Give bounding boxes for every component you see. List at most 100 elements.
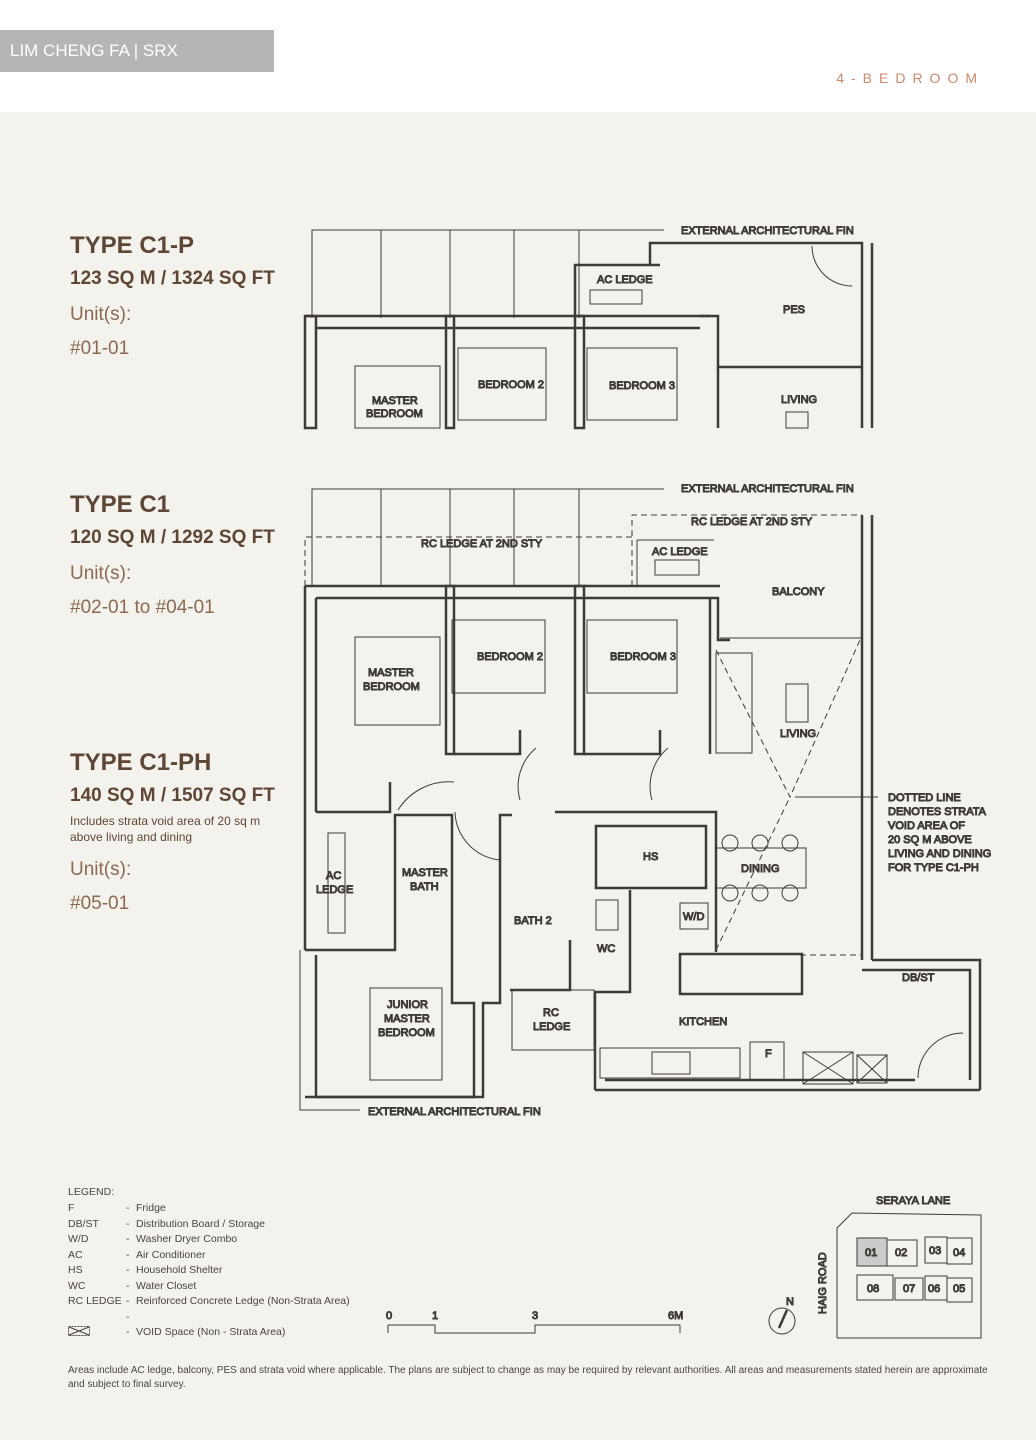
- walls: [303, 241, 874, 430]
- type-area: 120 SQ M / 1292 SQ FT: [70, 527, 275, 548]
- rc-ledge-dashed: [304, 514, 862, 956]
- label-kitchen: KITCHEN: [679, 1016, 727, 1028]
- label-wc: WC: [597, 943, 615, 955]
- type-title: TYPE C1-PH: [70, 749, 212, 776]
- watermark: LIM CHENG FA | SRX PROPERTY: [0, 30, 274, 102]
- legend-row: RC LEDGE-Reinforced Concrete Ledge (Non-…: [68, 1295, 350, 1307]
- label-living: LIVING: [781, 394, 817, 406]
- scale-tick: 3: [532, 1310, 538, 1322]
- legend-row: F-Fridge: [68, 1202, 166, 1214]
- block-05: [946, 1277, 973, 1303]
- legend-row: HS-Household Shelter: [68, 1264, 223, 1276]
- fin-leaders: [311, 229, 664, 318]
- block-02: [886, 1239, 918, 1267]
- scale-tick: 1: [432, 1310, 438, 1322]
- svg-text:N: N: [786, 1296, 794, 1308]
- block-04: [946, 1237, 973, 1265]
- walls: [303, 515, 982, 1099]
- legend: LEGEND: F-Fridge DB/ST-Distribution Boar…: [68, 1186, 350, 1342]
- svg-text:VOID AREA OF: VOID AREA OF: [888, 820, 965, 832]
- north-compass-icon: N: [768, 1296, 796, 1335]
- label-fridge: F: [765, 1048, 772, 1060]
- road-haig-road: HAIG ROAD: [817, 1252, 829, 1314]
- svg-text:DENOTES STRATA: DENOTES STRATA: [888, 806, 987, 818]
- label-rc-ledge-right: RC LEDGE AT 2ND STY: [691, 516, 813, 528]
- section-label: 4-BEDROOM: [836, 70, 984, 86]
- label-junior-2: MASTER: [384, 1013, 430, 1025]
- label-ac-ledge-2: LEDGE: [316, 884, 353, 896]
- label-master-1: MASTER: [368, 667, 414, 679]
- label-rc-ledge-2: LEDGE: [533, 1021, 570, 1033]
- units-value: #02-01 to #04-01: [70, 597, 215, 618]
- svg-text:20 SQ M ABOVE: 20 SQ M ABOVE: [888, 834, 972, 846]
- label-master-1: MASTER: [372, 395, 418, 407]
- units-label: Unit(s):: [70, 304, 132, 325]
- label-ac-ledge-top: AC LEDGE: [652, 546, 708, 558]
- label-dbst: DB/ST: [902, 972, 935, 984]
- block-01: [856, 1237, 888, 1267]
- legend-row: W/D-Washer Dryer Combo: [68, 1233, 238, 1245]
- plan-c1p: EXTERNAL ARCHITECTURAL FIN AC LEDGE PES …: [303, 225, 874, 430]
- legend-title: LEGEND:: [68, 1186, 115, 1198]
- block-08: [856, 1274, 894, 1301]
- label-rc-ledge-left: RC LEDGE AT 2ND STY: [421, 538, 543, 550]
- legend-row: AC-Air Conditioner: [68, 1248, 206, 1261]
- legend-row-obscured: -: [126, 1310, 130, 1323]
- svg-text:06: 06: [928, 1283, 940, 1295]
- svg-text:04: 04: [953, 1247, 965, 1259]
- label-dining: DINING: [741, 863, 780, 875]
- svg-text:02: 02: [895, 1247, 907, 1259]
- label-master-2: BEDROOM: [363, 681, 420, 693]
- type-title: TYPE C1-P: [70, 232, 195, 259]
- label-wd: W/D: [683, 911, 704, 923]
- label-master-2: BEDROOM: [366, 408, 423, 420]
- svg-text:LIVING AND DINING: LIVING AND DINING: [888, 848, 991, 860]
- label-junior-3: BEDROOM: [378, 1027, 435, 1039]
- type-area: 123 SQ M / 1324 SQ FT: [70, 268, 275, 289]
- units-value: #01-01: [70, 338, 130, 359]
- type-c1ph-info: TYPE C1-PH 140 SQ M / 1507 SQ FT Include…: [70, 749, 285, 915]
- footnote: Areas include AC ledge, balcony, PES and…: [68, 1365, 988, 1390]
- type-area: 140 SQ M / 1507 SQ FT: [70, 785, 275, 806]
- dotted-line-note: DOTTED LINE DENOTES STRATA VOID AREA OF …: [795, 792, 992, 875]
- label-bedroom3: BEDROOM 3: [610, 651, 676, 663]
- label-pes: PES: [783, 304, 805, 316]
- units-label: Unit(s):: [70, 563, 132, 584]
- units-value: #05-01: [70, 893, 130, 914]
- label-bedroom2: BEDROOM 2: [477, 651, 543, 663]
- label-fin: EXTERNAL ARCHITECTURAL FIN: [681, 225, 854, 237]
- label-ac-ledge-1: AC: [326, 870, 341, 882]
- svg-text:03: 03: [929, 1245, 941, 1257]
- label-bedroom3: BEDROOM 3: [609, 380, 675, 392]
- fixtures: [299, 539, 964, 1111]
- label-master-bath-1: MASTER: [402, 867, 448, 879]
- label-bath2: BATH 2: [514, 915, 552, 927]
- type-c1p-info: TYPE C1-P 123 SQ M / 1324 SQ FT Unit(s):…: [70, 232, 275, 360]
- svg-text:08: 08: [867, 1283, 879, 1295]
- label-master-bath-2: BATH: [410, 881, 439, 893]
- label-hs: HS: [643, 851, 658, 863]
- scale-bar: 0 1 3 6M: [386, 1310, 684, 1334]
- legend-row: DB/ST-Distribution Board / Storage: [68, 1217, 265, 1230]
- site-key-plan: SERAYA LANE HAIG ROAD 01 02 03 04 08 07 …: [817, 1195, 982, 1339]
- label-rc-ledge-1: RC: [543, 1007, 559, 1019]
- label-bedroom2: BEDROOM 2: [478, 379, 544, 391]
- label-fin-bottom: EXTERNAL ARCHITECTURAL FIN: [368, 1106, 541, 1118]
- type-title: TYPE C1: [70, 491, 171, 518]
- label-ac-ledge: AC LEDGE: [597, 274, 653, 286]
- svg-text:FOR TYPE C1-PH: FOR TYPE C1-PH: [888, 862, 979, 874]
- label-fin-top: EXTERNAL ARCHITECTURAL FIN: [681, 483, 854, 495]
- type-note: Includes strata void area of 20 sq m abo…: [70, 814, 261, 844]
- svg-text:01: 01: [865, 1247, 877, 1259]
- plan-c1: EXTERNAL ARCHITECTURAL FIN RC LEDGE AT 2…: [299, 483, 992, 1119]
- label-living: LIVING: [780, 728, 816, 740]
- svg-text:05: 05: [953, 1283, 965, 1295]
- label-junior-1: JUNIOR: [387, 999, 428, 1011]
- scale-tick: 0: [386, 1310, 392, 1322]
- void-symbol-icon: [68, 1326, 126, 1342]
- road-seraya-lane: SERAYA LANE: [876, 1195, 950, 1207]
- type-c1-info: TYPE C1 120 SQ M / 1292 SQ FT Unit(s): #…: [70, 491, 275, 619]
- block-07: [894, 1277, 924, 1301]
- svg-text:07: 07: [903, 1283, 915, 1295]
